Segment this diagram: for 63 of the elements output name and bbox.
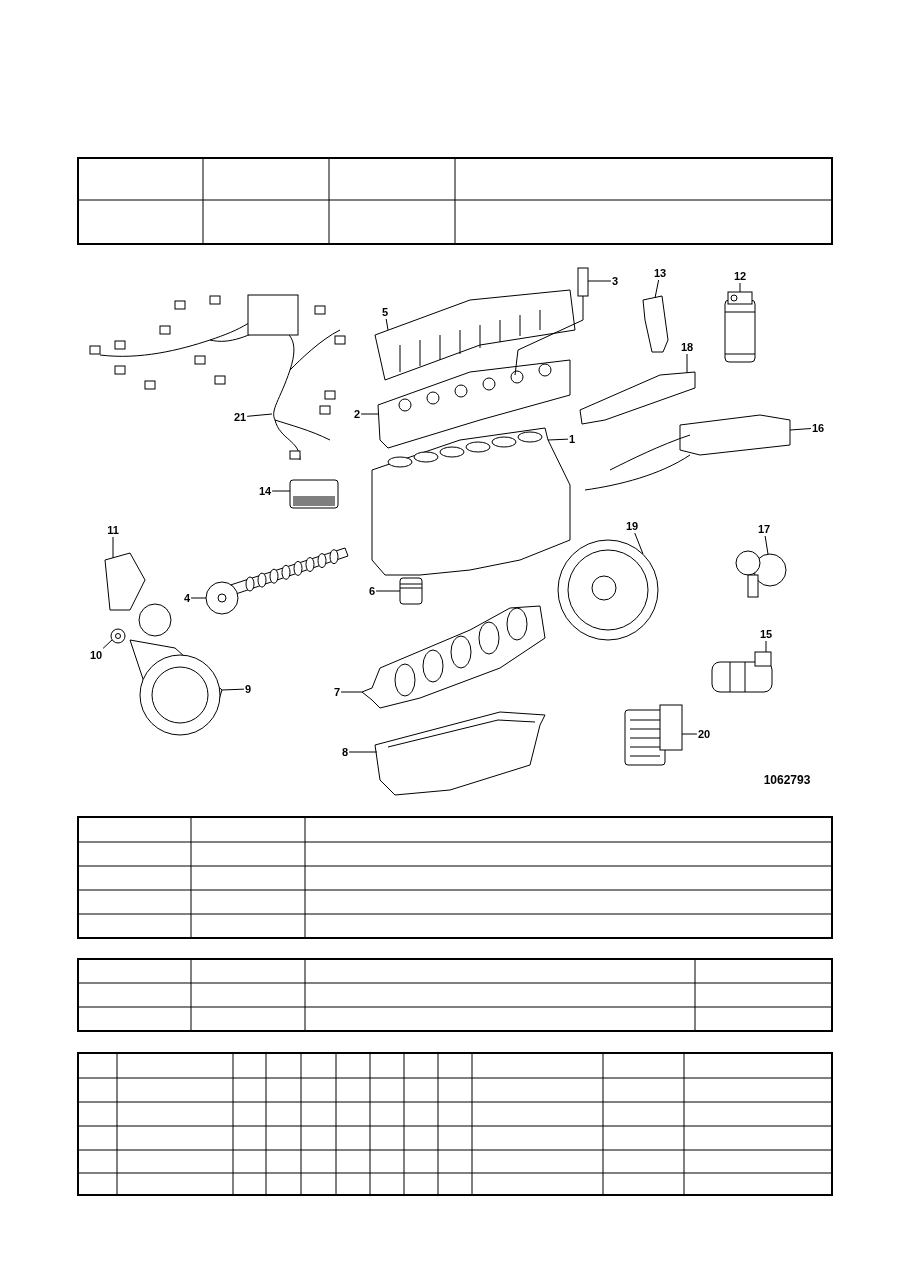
- control-unit-drawing: [624, 704, 683, 766]
- starter-motor-drawing: [711, 651, 773, 693]
- leader-line: [634, 532, 644, 555]
- leader-line: [375, 590, 401, 592]
- callout-number: 7: [333, 686, 341, 698]
- leader-line: [654, 279, 660, 299]
- leader-line: [765, 640, 767, 653]
- callout-number: 17: [757, 523, 771, 535]
- leader-line: [340, 691, 363, 693]
- callout-number: 15: [759, 628, 773, 640]
- alternator-bracket-drawing: [104, 552, 172, 637]
- callout-number: 14: [258, 485, 272, 497]
- callout-number: 19: [625, 520, 639, 532]
- oil-cooler-drawing: [289, 479, 339, 509]
- leader-line: [246, 413, 273, 417]
- drawing-number: 1062793: [763, 773, 811, 787]
- leader-line: [547, 438, 569, 441]
- leader-line: [686, 353, 688, 374]
- intake-manifold-drawing: [579, 371, 696, 425]
- crankshaft-drawing: [361, 605, 546, 709]
- flywheel-drawing: [557, 539, 659, 641]
- callout-number: 4: [183, 592, 191, 604]
- leader-line: [739, 282, 741, 293]
- turbocharger-drawing: [735, 550, 787, 598]
- piston-drawing: [399, 577, 423, 605]
- cylinder-head-drawing: [377, 359, 571, 449]
- callout-number: 8: [341, 746, 349, 758]
- callout-number: 2: [353, 408, 361, 420]
- callout-number: 18: [680, 341, 694, 353]
- wiring-harness-drawing: [89, 294, 346, 461]
- callout-number: 10: [89, 649, 103, 661]
- leader-line: [789, 428, 812, 431]
- callout-number: 20: [697, 728, 711, 740]
- callout-number: 9: [244, 683, 252, 695]
- leader-line: [681, 733, 698, 735]
- callout-number: 12: [733, 270, 747, 282]
- oil-pan-drawing: [374, 711, 546, 796]
- callout-number: 16: [811, 422, 825, 434]
- callout-number: 13: [653, 267, 667, 279]
- leader-line: [221, 688, 245, 691]
- leader-line: [348, 751, 378, 753]
- leader-line: [102, 639, 113, 649]
- egr-cooler-drawing: [584, 414, 791, 491]
- valve-cover-drawing: [374, 289, 576, 381]
- leader-line: [587, 280, 612, 282]
- callout-number: 1: [568, 433, 576, 445]
- callout-number: 11: [107, 524, 119, 536]
- bracket-drawing: [642, 295, 669, 353]
- leader-line: [385, 318, 389, 331]
- leader-line: [112, 536, 114, 559]
- callout-number: 6: [368, 585, 376, 597]
- leader-line: [190, 597, 207, 599]
- leader-line: [360, 413, 380, 415]
- camshaft-drawing: [205, 547, 349, 615]
- engine-block-drawing: [371, 427, 571, 576]
- leader-line: [764, 535, 769, 555]
- callout-number: 3: [611, 275, 619, 287]
- callout-number: 5: [381, 306, 389, 318]
- oil-filter-drawing: [724, 291, 756, 363]
- belt-pulley-drawing: [129, 639, 223, 736]
- injector-drawing: [514, 267, 589, 376]
- leader-line: [271, 490, 291, 492]
- tensioner-pulley-drawing: [110, 628, 126, 644]
